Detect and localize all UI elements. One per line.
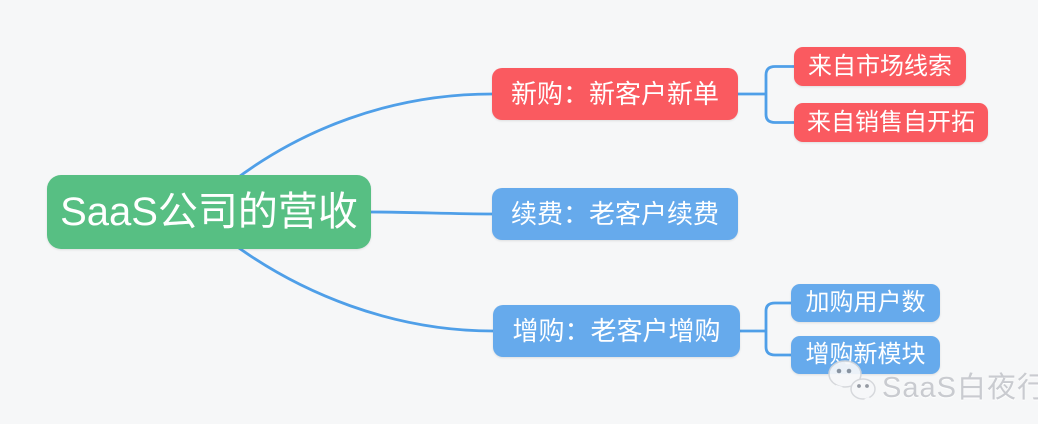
leaf-node-sales-prospecting: 来自销售自开拓: [794, 103, 988, 142]
watermark: SaaS白夜行: [826, 358, 1038, 411]
connector-root-to-upsell: [230, 241, 495, 333]
branch-node-renewal: 续费：老客户续费: [492, 188, 738, 240]
leaf-node-market-leads: 来自市场线索: [794, 47, 966, 86]
watermark-text: SaaS白夜行: [882, 371, 1038, 404]
connector-root-to-renew: [366, 210, 494, 216]
leaf-node-add-users: 加购用户数: [791, 284, 940, 322]
wechat-icon: [826, 358, 878, 411]
root-node-saas-revenue: SaaS公司的营收: [47, 175, 371, 249]
leaf-node-new-modules: 增购新模块: [791, 336, 940, 374]
connector-upsell-to-children: [738, 301, 793, 357]
connector-root-to-new: [230, 92, 494, 184]
branch-node-upsell: 增购：老客户增购: [493, 305, 740, 357]
branch-node-new-purchase: 新购：新客户新单: [492, 68, 738, 120]
connector-new-to-children: [736, 65, 796, 124]
